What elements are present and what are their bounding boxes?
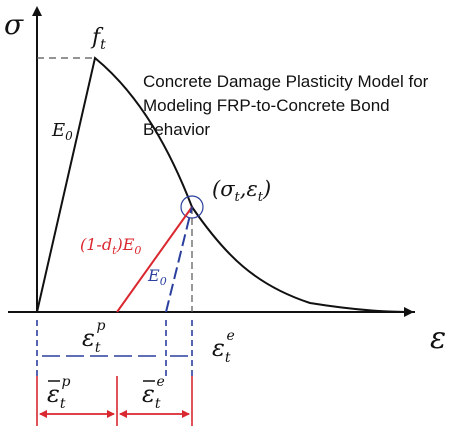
point-label: (σt,εt): [212, 177, 271, 205]
diagram-title-line2: Modeling FRP-to-Concrete Bond: [143, 96, 390, 115]
elastic-strain-label: εte: [212, 328, 235, 366]
stress-strain-curve: [36, 56, 416, 313]
initial-modulus-label: E0: [51, 120, 73, 143]
y-axis-label: σ: [4, 8, 24, 41]
damaged-modulus-line: [116, 206, 193, 313]
peak-label: ft: [90, 25, 106, 53]
bar-plastic-strain-label: εtp: [47, 374, 71, 412]
diagram-title-line1: Concrete Damage Plasticity Model for: [143, 72, 429, 91]
damaged-modulus-label: (1-dt)E0: [80, 235, 141, 257]
plastic-strain-label: εtp: [82, 318, 106, 356]
x-axis-label: ε: [430, 321, 446, 356]
diagram-title-line3: Behavior: [143, 120, 210, 139]
unloading-modulus-label: E0: [147, 266, 167, 288]
elastic-unloading-line: [165, 206, 193, 313]
bar-elastic-strain-label: εte: [142, 374, 165, 412]
